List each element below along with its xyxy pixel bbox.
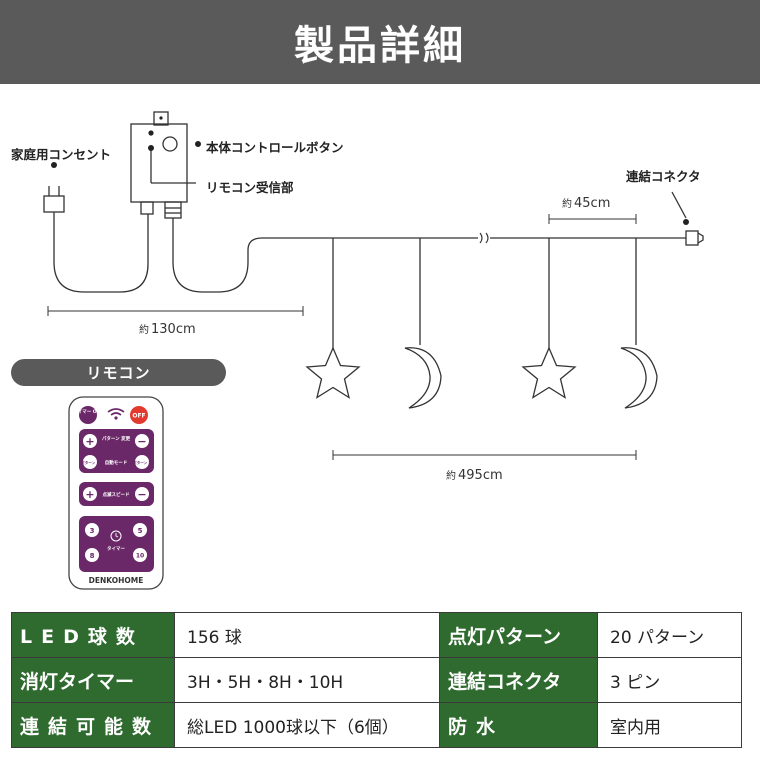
signal-icon <box>107 408 125 416</box>
spec-header: 防水 <box>439 702 598 748</box>
spec-row: 連結可能数 総LED 1000球以下（6個） 防水 室内用 <box>11 702 742 748</box>
spec-value: 156 球 <box>174 612 440 658</box>
spec-header: 点灯パターン <box>439 612 598 658</box>
moon-light-icon <box>404 347 442 409</box>
connector-label: 連結コネクタ <box>626 169 701 184</box>
svg-text:パターン 変更: パターン 変更 <box>102 435 131 442</box>
spec-row: LED球数 156 球 点灯パターン 20 パターン <box>11 612 742 658</box>
timer-off-button <box>79 406 97 424</box>
svg-text:パターン 1: パターン 1 <box>81 460 99 465</box>
spec-header: 連結可能数 <box>11 702 175 748</box>
control-box <box>130 123 188 203</box>
off-button <box>130 406 148 424</box>
plug-icon <box>43 195 65 213</box>
svg-text:8: 8 <box>90 552 95 560</box>
svg-text:点滅スピード: 点滅スピード <box>103 491 130 498</box>
svg-text:パターン 2: パターン 2 <box>133 460 151 465</box>
control-button-label: 本体コントロールボタン <box>206 140 344 155</box>
star-light-icon <box>521 346 577 399</box>
outlet-label: 家庭用コンセント <box>11 147 112 162</box>
page-title: 製品詳細 <box>294 23 466 69</box>
spec-value: 総LED 1000球以下（6個） <box>174 702 440 748</box>
moon-light-icon <box>620 347 658 409</box>
svg-text:DENKOHOME: DENKOHOME <box>89 576 144 585</box>
svg-text:タイマー: タイマー <box>107 545 125 552</box>
spec-value: 室内用 <box>597 702 742 748</box>
svg-text:自動モード: 自動モード <box>105 459 128 466</box>
spec-header: 連結コネクタ <box>439 657 598 703</box>
spec-value: 3 ピン <box>597 657 742 703</box>
spec-header: 消灯タイマー <box>11 657 175 703</box>
connector-icon <box>685 230 699 246</box>
spec-row: 消灯タイマー 3H・5H・8H・10H 連結コネクタ 3 ピン <box>11 657 742 703</box>
clock-icon <box>110 530 122 542</box>
svg-text:+: + <box>85 435 94 448</box>
remote-section-label: リモコン <box>11 359 226 386</box>
page-header: 製品詳細 <box>0 0 760 84</box>
svg-text:5: 5 <box>138 527 143 535</box>
remote-control: タイマー OFF OFF + パターン 変更 − パターン 1 自動モード パタ… <box>68 396 164 590</box>
remote-receiver-label: リモコン受信部 <box>206 180 294 195</box>
spec-value: 3H・5H・8H・10H <box>174 657 440 703</box>
svg-text:3: 3 <box>90 527 95 535</box>
spec-value: 20 パターン <box>597 612 742 658</box>
svg-text:−: − <box>137 435 146 448</box>
svg-text:OFF: OFF <box>132 413 145 420</box>
svg-text:10: 10 <box>136 553 144 560</box>
box-hanger-icon <box>153 111 169 126</box>
svg-text:タイマー OFF: タイマー OFF <box>73 408 103 415</box>
spec-header: LED球数 <box>11 612 175 658</box>
svg-text:−: − <box>137 488 146 501</box>
control-button-icon <box>162 136 178 152</box>
product-diagram <box>43 111 704 460</box>
flash-speed-block <box>79 482 154 506</box>
spec-table: LED球数 156 球 点灯パターン 20 パターン 消灯タイマー 3H・5H・… <box>11 612 742 748</box>
star-light-icon <box>305 346 361 399</box>
svg-text:+: + <box>85 488 94 501</box>
